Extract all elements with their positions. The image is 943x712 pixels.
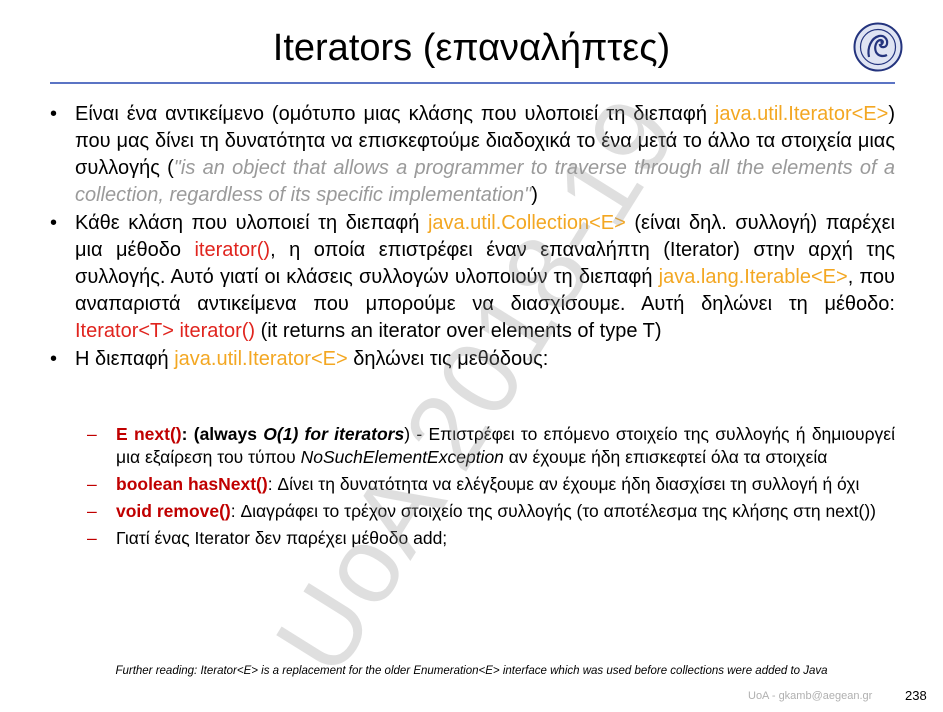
- text-segment: Γιατί ένας Iterator δεν παρέχει μέθοδο a…: [116, 528, 448, 548]
- bullet-marker: •: [50, 348, 58, 370]
- text-segment: Κάθε κλάση που υλοποιεί τη διεπαφή: [75, 212, 428, 234]
- bullet-iterator-methods: • Η διεπαφή java.util.Iterator<E> δηλώνε…: [50, 346, 895, 373]
- text-segment: ) που μας δίνει τη δυνατότητα να επισκεφ…: [75, 103, 895, 179]
- slide-title: Iterators (επαναλήπτες): [272, 27, 671, 69]
- bullet-collection-iterator: • Κάθε κλάση που υλοποιεί τη διεπαφή jav…: [50, 210, 895, 345]
- method-remove: – void remove(): Διαγράφει το τρέχον στο…: [87, 500, 895, 523]
- code-iterator-method: iterator(): [194, 239, 271, 261]
- bullet-marker: •: [50, 103, 58, 125]
- add-question: – Γιατί ένας Iterator δεν παρέχει μέθοδο…: [87, 527, 895, 550]
- text-segment: always: [199, 424, 264, 444]
- page-number: 238: [905, 688, 927, 703]
- method-next: – E next(): (always O(1) for iterators) …: [87, 423, 895, 469]
- method-hasnext: – boolean hasNext(): Δίνει τη δυνατότητα…: [87, 473, 895, 496]
- text-segment: , η οποία επιστρέφει έναν επαναλήπτη (It…: [75, 239, 895, 288]
- text-segment: ): [531, 184, 538, 206]
- further-reading: Further reading: Iterator<E> is a replac…: [115, 665, 828, 677]
- text-segment: ) - Επιστρέφει το επόμενο στοιχείο της σ…: [116, 424, 895, 467]
- dash-marker: –: [87, 501, 97, 521]
- code-collection-interface: java.util.Collection<E>: [427, 212, 626, 234]
- exception-name: NoSuchElementException: [300, 447, 504, 467]
- text-segment: Η διεπαφή: [75, 348, 175, 370]
- code-iterable-interface: java.lang.Iterable<E>: [658, 266, 848, 288]
- bullet-iterator-definition: • Είναι ένα αντικείμενο (ομότυπο μιας κλ…: [50, 101, 895, 209]
- university-seal-logo: [853, 22, 903, 72]
- english-quote: "is an object that allows a programmer t…: [75, 157, 895, 206]
- method-list: – E next(): (always O(1) for iterators) …: [87, 423, 895, 554]
- bullet-marker: •: [50, 212, 58, 234]
- bullet-list: • Είναι ένα αντικείμενο (ομότυπο μιας κλ…: [50, 101, 895, 374]
- method-name: E next(): [116, 424, 182, 444]
- text-segment: αν έχουμε ήδη επισκεφτεί όλα τα στοιχεία: [503, 447, 828, 467]
- code-iterator-signature: Iterator<T> iterator(): [75, 320, 256, 342]
- code-iterator-interface: java.util.Iterator<E>: [174, 348, 348, 370]
- method-name: void remove(): [116, 501, 231, 521]
- text-segment: : Διαγράφει το τρέχον στοιχείο της συλλο…: [230, 501, 877, 521]
- footer-author: UoA - gkamb@aegean.gr: [748, 690, 873, 702]
- method-name: boolean hasNext(): [116, 474, 268, 494]
- dash-marker: –: [87, 528, 97, 548]
- dash-marker: –: [87, 424, 97, 444]
- complexity-note: O(1) for iterators: [263, 424, 405, 444]
- text-segment: : Δίνει τη δυνατότητα να ελέγξουμε αν έχ…: [267, 474, 860, 494]
- text-segment: : (: [181, 424, 200, 444]
- text-segment: (it returns an iterator over elements of…: [255, 320, 662, 342]
- code-iterator-interface: java.util.Iterator<E>: [714, 103, 889, 125]
- title-divider: [50, 82, 895, 84]
- text-segment: (είναι δηλ. συλλογή) παρέχει μια μέθοδο: [75, 212, 895, 261]
- text-segment: , που αναπαριστά αντικείμενα που μπορούμ…: [75, 266, 895, 315]
- dash-marker: –: [87, 474, 97, 494]
- text-segment: δηλώνει τις μεθόδους:: [347, 348, 549, 370]
- text-segment: Είναι ένα αντικείμενο (ομότυπο μιας κλάσ…: [75, 103, 715, 125]
